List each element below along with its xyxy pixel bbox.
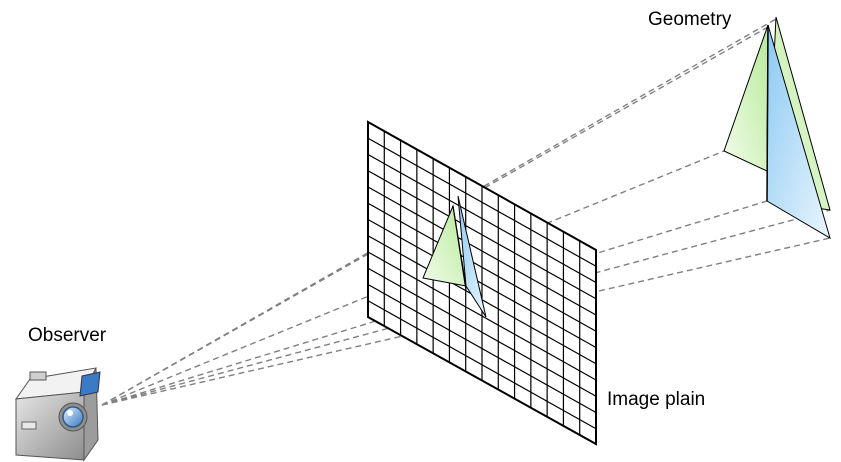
grid-line xyxy=(367,202,597,332)
geometry-label: Geometry xyxy=(648,9,732,30)
geometry-blue-face xyxy=(766,24,831,240)
grid-line xyxy=(367,267,597,397)
geometry-object xyxy=(723,16,831,240)
image-plane-label: Image plain xyxy=(607,389,706,410)
projected-blue-face xyxy=(457,195,487,318)
observer-label: Observer xyxy=(28,325,107,346)
image-plane-grid xyxy=(367,120,597,446)
grid-line xyxy=(367,218,597,349)
grid-line xyxy=(367,170,597,300)
grid-line xyxy=(367,186,597,316)
grid-line xyxy=(367,153,597,284)
projected-triangle xyxy=(422,195,487,318)
image-plane-border xyxy=(367,120,597,446)
grid-line xyxy=(367,283,597,414)
ray xyxy=(101,200,768,406)
ray xyxy=(101,209,831,406)
geometry-green-front xyxy=(723,24,769,172)
grid-line xyxy=(367,300,597,430)
camera-icon xyxy=(14,367,101,462)
grid-line xyxy=(367,137,597,267)
grid-line xyxy=(367,251,597,381)
